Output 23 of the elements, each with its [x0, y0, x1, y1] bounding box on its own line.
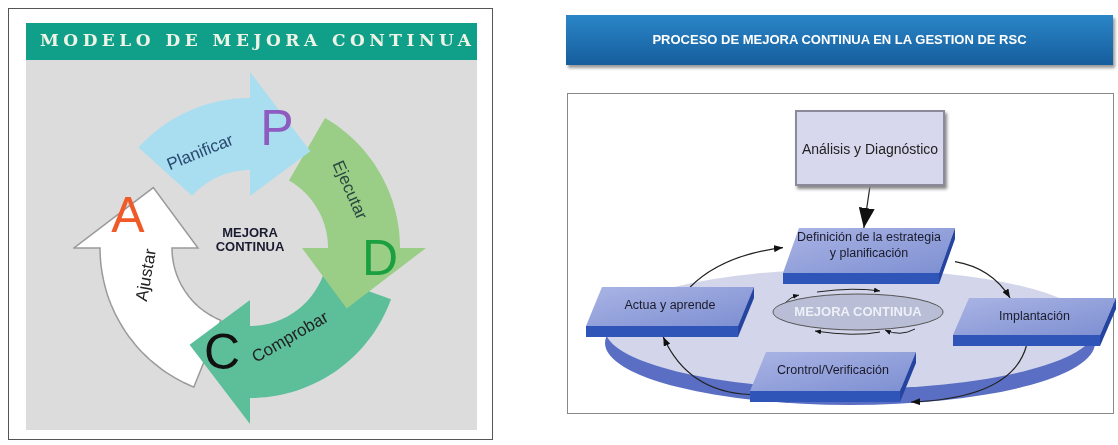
curved-arrow-shape: [137, 71, 312, 197]
center-ellipse: [772, 293, 944, 331]
step-letter: P: [260, 103, 294, 153]
arrow: [858, 185, 875, 229]
process-box: [795, 110, 945, 186]
title: PROCESO DE MEJORA CONTINUA EN LA GESTION DE RSC: [651, 32, 1028, 47]
slab-label: Definición de la estrategia y planificación: [797, 229, 941, 261]
title-band: [26, 23, 477, 60]
title: MODELO DE MEJORA CONTINUA: [40, 30, 476, 50]
title-band: [566, 15, 1113, 65]
step-letter: A: [111, 190, 145, 240]
arrow: [954, 261, 1011, 299]
step-letter: C: [203, 327, 241, 377]
step-letter: D: [361, 233, 399, 283]
box-label: Análisis y Diagnóstico: [800, 141, 940, 157]
step-label: Ajustar: [133, 247, 159, 303]
center-label: MEJORA CONTINUA: [214, 226, 286, 254]
arrow: [910, 345, 1027, 405]
slab-label: Implantación: [998, 308, 1071, 324]
slab-label: Crontrol/Verificación: [776, 362, 890, 378]
slab-label: Actua y aprende: [623, 297, 717, 313]
arrow: [689, 245, 784, 288]
arrow: [662, 336, 751, 396]
